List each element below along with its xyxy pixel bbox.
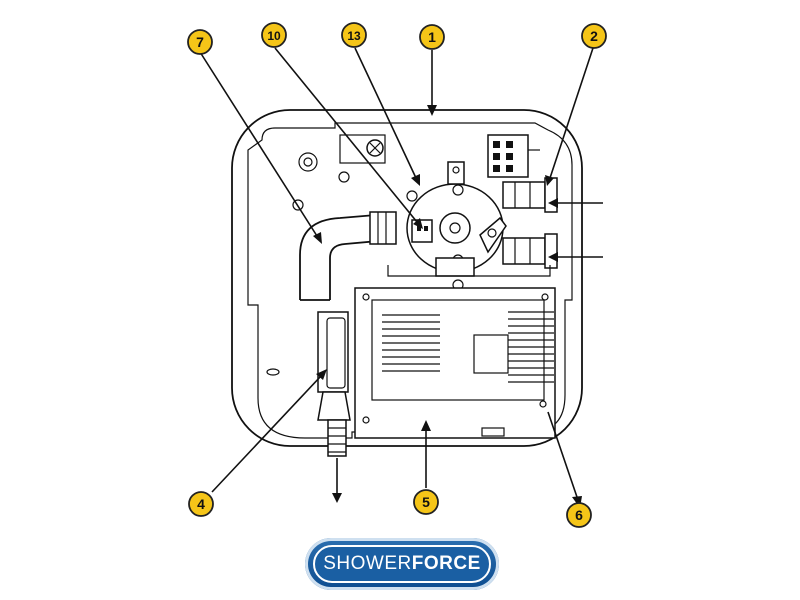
logo-word-shower: SHOWER: [323, 553, 412, 574]
callout-10: 10: [261, 22, 287, 48]
callout-7: 7: [187, 29, 213, 55]
logo-badge-inner: [313, 545, 491, 583]
heatsink-left: [382, 314, 440, 372]
shower-casing: [231, 109, 583, 447]
logo-word-force: FORCE: [411, 553, 481, 574]
terminal-block: [487, 134, 540, 178]
callout-1: 1: [419, 24, 445, 50]
callout-6: 6: [566, 502, 592, 528]
callout-1-label: 1: [428, 29, 436, 45]
heater-tank: [354, 287, 556, 439]
callout-13-label: 13: [347, 29, 361, 43]
mounting-bracket: [339, 134, 386, 164]
flow-arrows: [332, 198, 603, 503]
callout-2: 2: [581, 23, 607, 49]
inlet-fittings: [387, 177, 558, 277]
callout-4-label: 4: [197, 496, 205, 512]
flow-valve: [406, 161, 507, 291]
outlet-pipe: [317, 311, 351, 457]
callout-10-label: 10: [267, 29, 281, 43]
callout-5: 5: [413, 489, 439, 515]
pipe-elbow: [299, 211, 397, 301]
callout-7-label: 7: [196, 34, 204, 50]
callout-2-label: 2: [590, 28, 598, 44]
callout-13: 13: [341, 22, 367, 48]
callout-6-label: 6: [575, 507, 583, 523]
showerforce-logo: SHOWERFORCE: [305, 538, 499, 590]
callout-4: 4: [188, 491, 214, 517]
logo-wordmark: SHOWERFORCE: [305, 538, 499, 590]
heatsink-right: [508, 311, 554, 383]
leader-lines: [199, 47, 594, 508]
callout-5-label: 5: [422, 494, 430, 510]
